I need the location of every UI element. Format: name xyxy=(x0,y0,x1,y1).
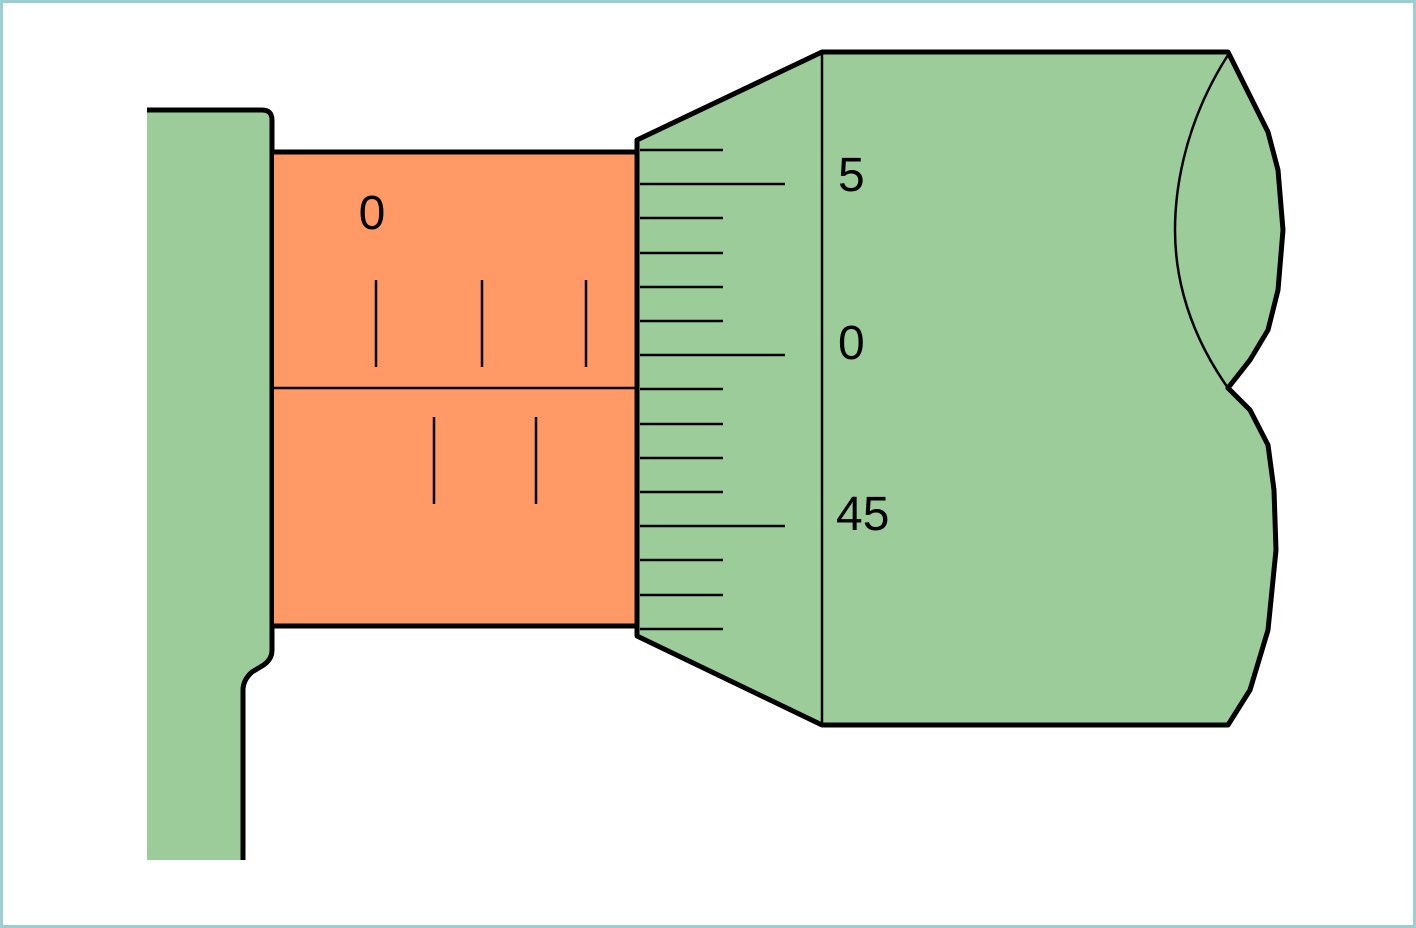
main-scale-half-mm-ticks xyxy=(432,417,538,504)
main-scale-zero-label: 0 xyxy=(359,187,386,240)
frame-edge xyxy=(147,107,275,860)
thimble-scale-label-45: 45 xyxy=(836,488,889,541)
main-scale-mm-ticks xyxy=(374,280,588,367)
thimble-scale-label-5: 5 xyxy=(838,149,865,202)
thimble-scale-ticks xyxy=(640,148,785,631)
micrometer-frame xyxy=(147,110,272,860)
thimble-scale-label-0: 0 xyxy=(838,317,865,370)
thimble-knurl-curve xyxy=(1173,54,1230,389)
